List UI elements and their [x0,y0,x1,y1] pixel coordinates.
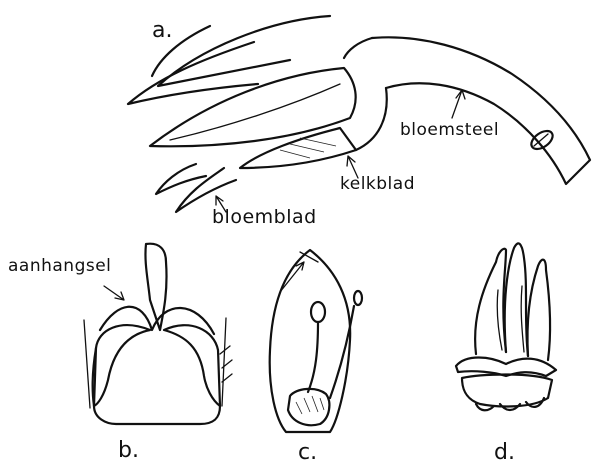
arrow-bloemsteel [452,90,465,118]
figure-letter-d: d. [494,442,515,464]
petal-back-upper [158,16,330,86]
flower-stalk [372,37,590,184]
label-aanhangsel: aanhangsel [8,258,111,275]
petal-with-stamens [270,250,362,432]
figure-letter-b: b. [118,440,139,462]
label-kelkblad: kelkblad [340,176,415,193]
figure-letter-a: a. [152,20,172,42]
label-bloemblad: bloemblad [212,208,317,227]
figure-letter-c: c. [298,442,317,464]
arrow-aanhangsel [104,286,124,300]
flower-inner-view [456,243,556,410]
petal-front [150,68,356,146]
stalk-cut-end [528,127,556,152]
label-bloemsteel: bloemsteel [400,122,499,139]
receptacle [344,38,387,150]
